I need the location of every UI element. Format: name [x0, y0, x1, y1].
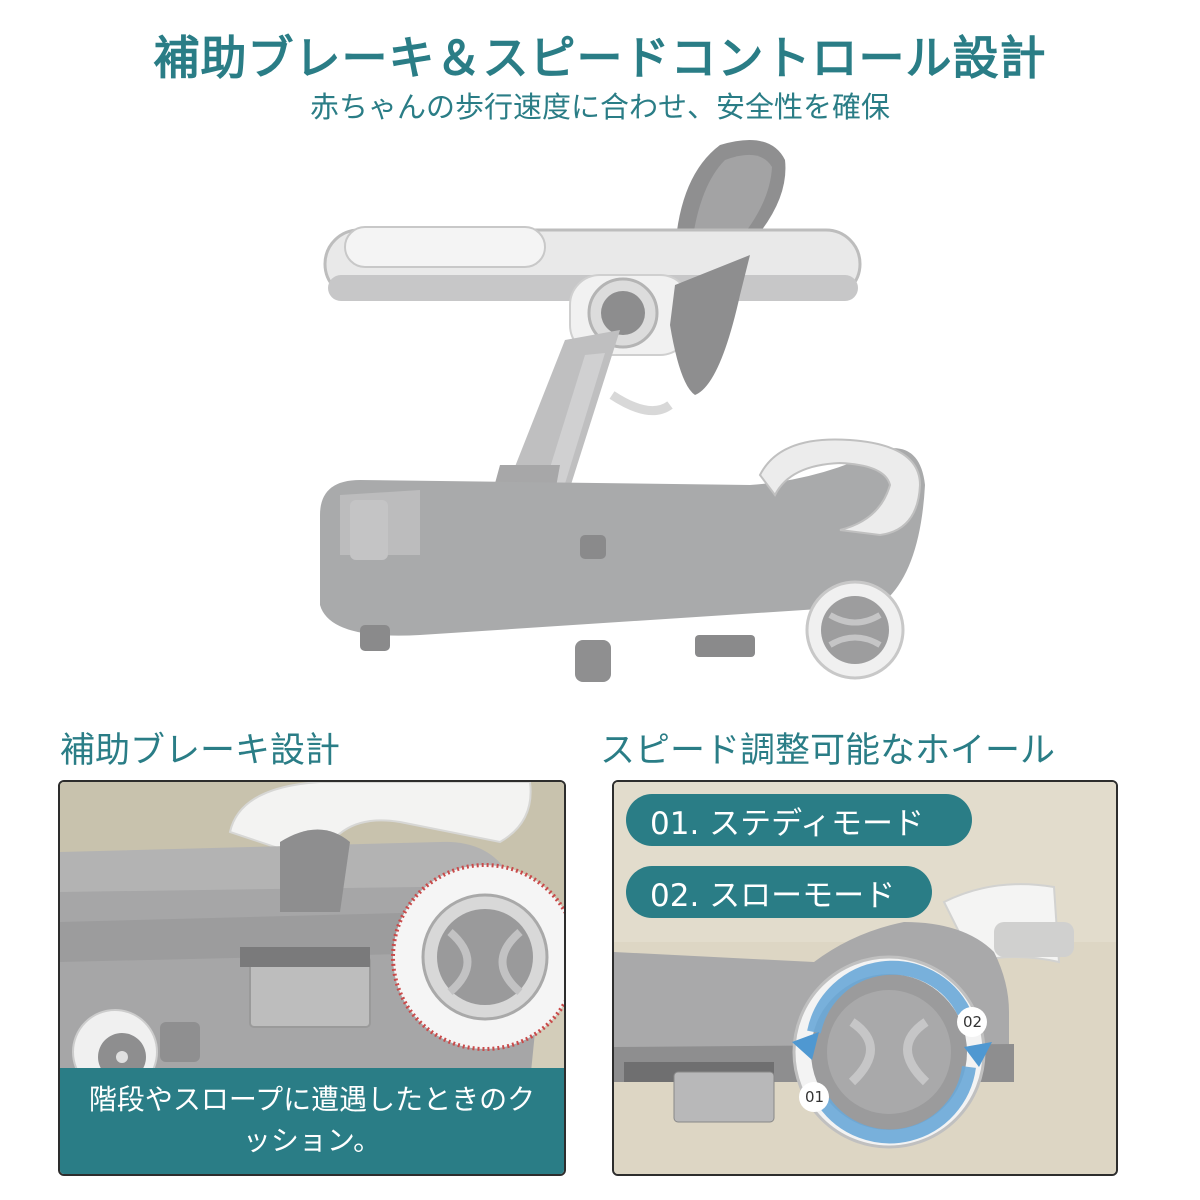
mode-steady-badge: 01. ステディモード [626, 794, 972, 846]
brake-caption: 階段やスロープに遭遇したときのクッション。 [60, 1068, 564, 1174]
wheel-heading: スピード調整可能なホイール [600, 731, 1056, 771]
brake-panel: 階段やスロープに遭遇したときのクッション。 [58, 780, 566, 1176]
mode-slow-badge: 02. スローモード [626, 866, 932, 918]
wheel-closeup-image [614, 782, 1116, 1174]
page-title: 補助ブレーキ＆スピードコントロール設計 [153, 31, 1047, 85]
baby-walker-image [320, 135, 940, 695]
page-subtitle: 赤ちゃんの歩行速度に合わせ、安全性を確保 [309, 90, 890, 124]
brake-heading: 補助ブレーキ設計 [60, 731, 341, 771]
rotation-label-02: 02 [963, 1013, 983, 1031]
wheel-panel: 01. ステディモード 02. スローモード 02 01 [612, 780, 1118, 1176]
rotation-label-01: 01 [805, 1088, 825, 1106]
